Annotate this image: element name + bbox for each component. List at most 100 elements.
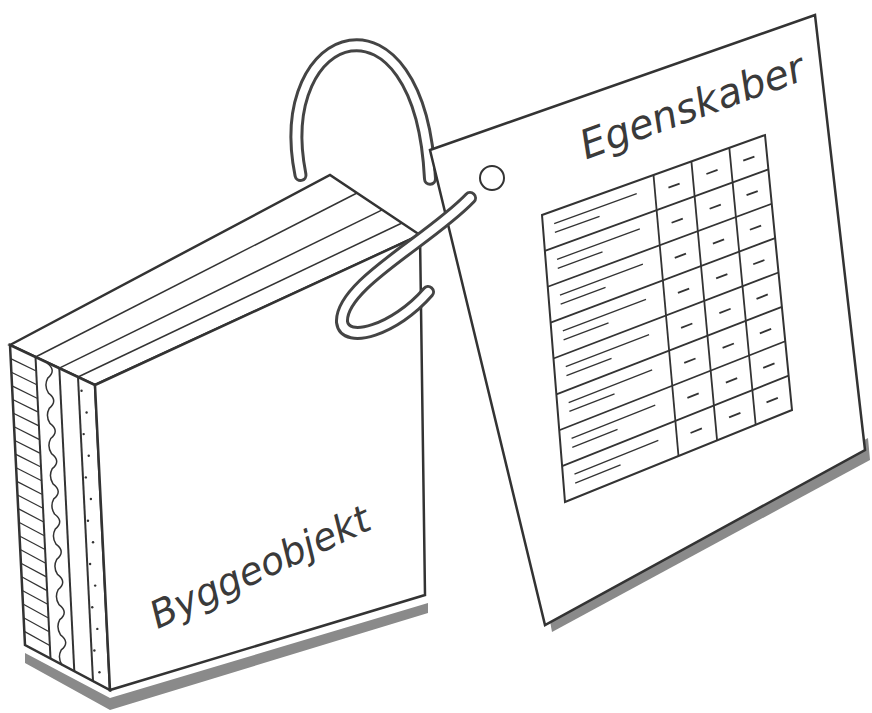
- cell-dash: [684, 358, 695, 362]
- cell-dash: [729, 413, 740, 418]
- cell-dash: [723, 343, 734, 347]
- ring-outline: [342, 198, 470, 333]
- scribble-line: [561, 287, 606, 304]
- cell-dash: [760, 329, 771, 333]
- scribble-line: [557, 229, 640, 259]
- plaster-dot: [82, 433, 84, 435]
- plaster-dot: [85, 476, 87, 478]
- layer-top-line: [78, 223, 402, 377]
- brick-hatch: [21, 563, 46, 576]
- scribble-line: [572, 429, 617, 447]
- plaster-dot: [85, 411, 87, 413]
- plaster-dot: [87, 519, 89, 521]
- table-row-line: [562, 376, 789, 467]
- property-sheet: Egenskaber: [430, 10, 870, 635]
- brick-hatch: [24, 631, 49, 645]
- insulation-wave: [46, 363, 66, 665]
- cell-dash: [750, 226, 761, 230]
- scribble-line: [575, 465, 620, 483]
- plaster-dot: [98, 671, 100, 673]
- scribble-line: [566, 335, 649, 367]
- scribble-line: [574, 440, 658, 474]
- brick-hatch: [14, 427, 39, 440]
- layer-line: [36, 357, 51, 659]
- brick-hatch: [13, 413, 38, 425]
- scribble-line: [555, 216, 600, 232]
- brick-hatch: [13, 400, 38, 412]
- plaster-dot: [94, 584, 96, 586]
- table-row-line: [545, 169, 769, 251]
- scribble-line: [572, 405, 656, 438]
- cell-dash: [767, 398, 778, 403]
- plaster-dot: [92, 541, 94, 543]
- plaster-dot: [93, 649, 95, 651]
- sheet-outline: [430, 15, 865, 625]
- cell-dash: [691, 428, 702, 433]
- scribble-line: [566, 358, 611, 375]
- brick-hatch: [16, 468, 41, 481]
- cell-dash: [706, 170, 717, 174]
- brick-hatch: [20, 536, 45, 549]
- cell-dash: [710, 205, 721, 209]
- plaster-dot: [80, 390, 82, 392]
- brick-hatch: [11, 359, 36, 371]
- table-row-line: [559, 341, 785, 430]
- scribble-line: [569, 370, 652, 403]
- brick-hatch: [12, 386, 37, 398]
- building-block: Byggeobjekt: [10, 175, 425, 695]
- punch-hole: [480, 166, 504, 190]
- scribble-line: [563, 299, 646, 330]
- brick-hatch: [22, 577, 47, 591]
- scribble-line: [560, 264, 643, 295]
- cell-dash: [678, 289, 689, 293]
- cell-dash: [687, 393, 698, 397]
- brick-hatch: [11, 372, 36, 384]
- ring-inner: [342, 198, 470, 333]
- ring-inner: [297, 45, 430, 179]
- brick-hatch: [24, 618, 49, 632]
- cell-dash: [747, 191, 758, 195]
- cell-dash: [716, 274, 727, 278]
- cell-dash: [672, 219, 683, 223]
- plaster-dot: [88, 455, 90, 457]
- brick-hatch: [20, 550, 45, 563]
- plaster-dot: [96, 628, 98, 630]
- cell-dash: [763, 363, 774, 367]
- layer-top-line: [36, 193, 358, 357]
- ring-outline: [297, 45, 430, 179]
- layer-line: [78, 377, 93, 681]
- plaster-dot: [89, 563, 91, 565]
- ring-connector: [297, 45, 430, 179]
- table-row-line: [551, 238, 776, 323]
- cell-dash: [668, 184, 679, 188]
- brick-hatch: [15, 454, 40, 467]
- cell-dash: [753, 260, 764, 264]
- scribble-line: [558, 252, 603, 268]
- shape-outline: [10, 175, 425, 695]
- cell-dash: [719, 309, 730, 313]
- scribble-line: [564, 323, 609, 340]
- brick-hatch: [19, 522, 44, 535]
- table-row-line: [548, 204, 772, 287]
- brick-hatch: [18, 509, 43, 522]
- brick-hatch: [23, 604, 48, 618]
- cell-dash: [675, 254, 686, 258]
- block-front: [95, 235, 425, 690]
- layer-top-line: [59, 210, 382, 368]
- layer-line: [59, 368, 74, 671]
- cell-dash: [757, 294, 768, 298]
- brick-hatch: [22, 590, 47, 604]
- brick-hatch: [17, 481, 42, 494]
- table-outline: [542, 135, 792, 502]
- cell-dash: [681, 324, 692, 328]
- plaster-dot: [91, 606, 93, 608]
- plaster-dot: [90, 498, 92, 500]
- brick-hatch: [15, 440, 40, 453]
- brick-hatch: [18, 495, 43, 508]
- cell-dash: [713, 239, 724, 243]
- cell-dash: [743, 157, 754, 161]
- cell-dash: [726, 378, 737, 382]
- scribble-line: [569, 394, 614, 412]
- scribble-line: [554, 194, 637, 224]
